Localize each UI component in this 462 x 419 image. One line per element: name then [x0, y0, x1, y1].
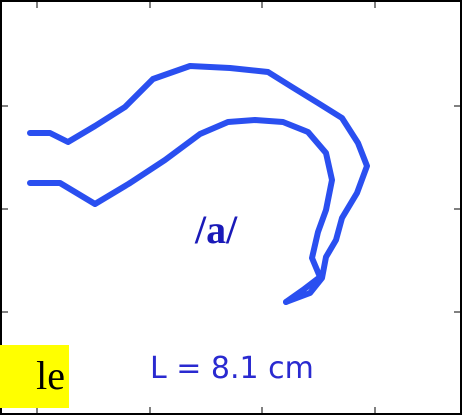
highlighted-text-box: le	[0, 345, 69, 408]
vocal-tract-tongue-surface	[30, 120, 332, 302]
vowel-label: /a/	[195, 210, 237, 250]
highlighted-text: le	[36, 356, 65, 396]
tract-length-label: L = 8.1 cm	[150, 354, 314, 384]
